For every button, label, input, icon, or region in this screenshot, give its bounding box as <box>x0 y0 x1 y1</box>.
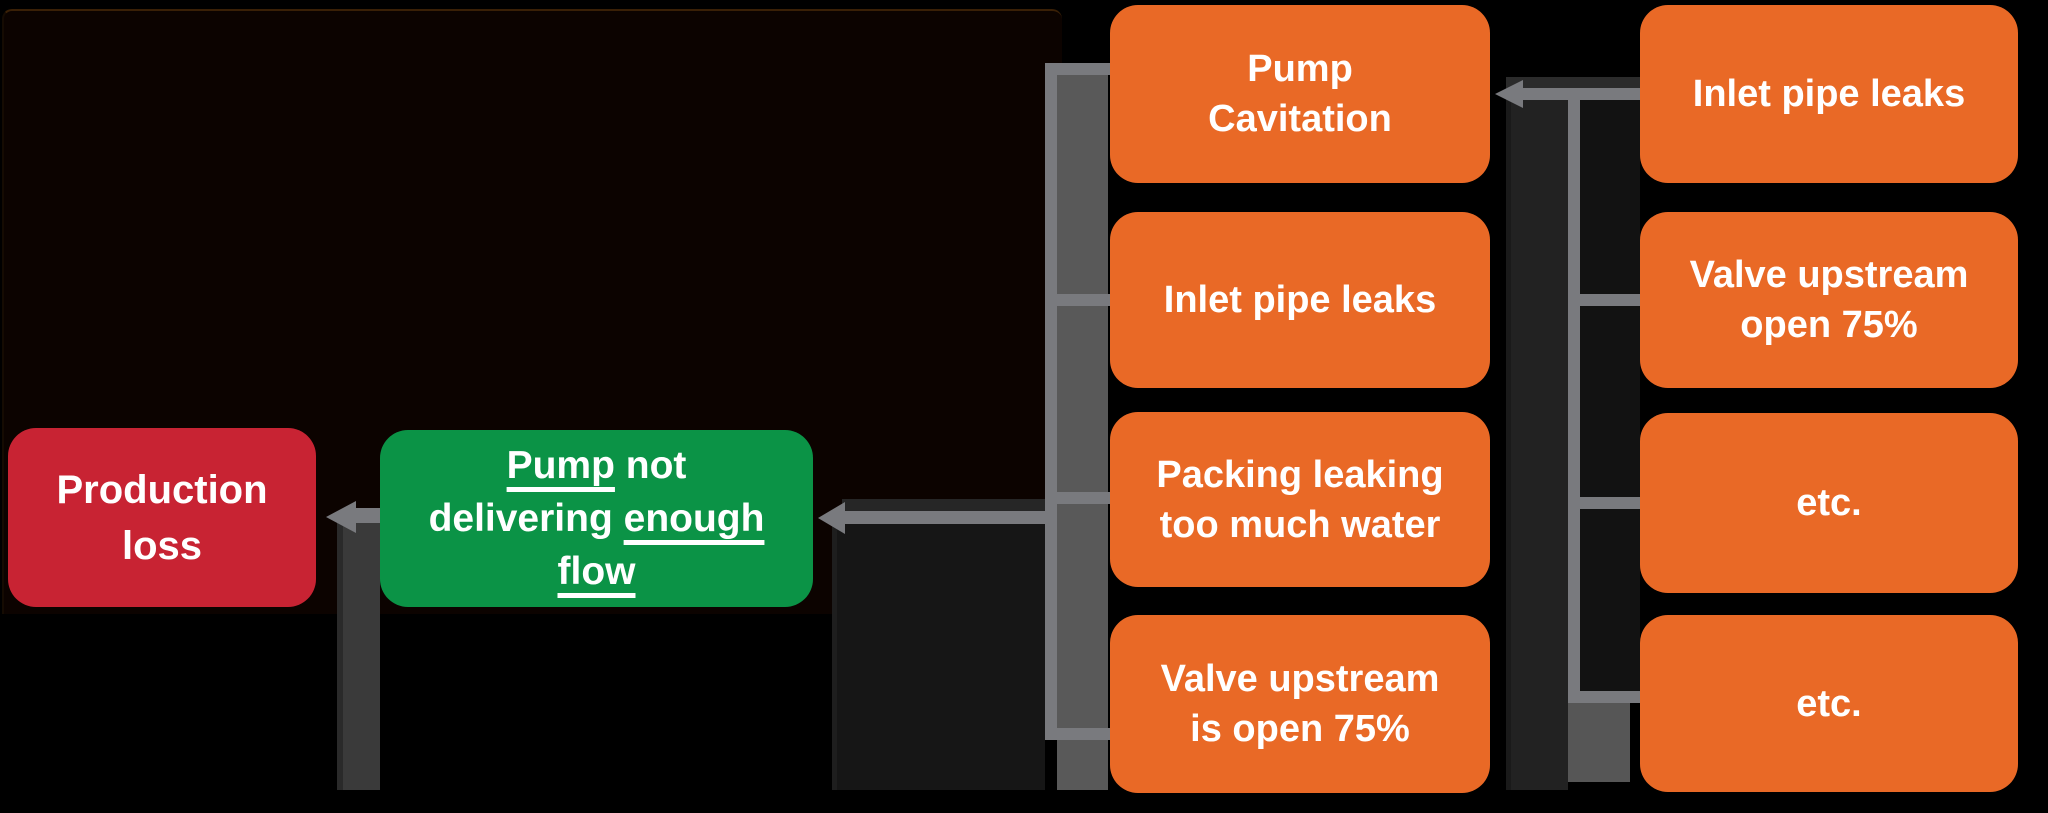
underlined-word: Pump <box>506 444 615 487</box>
node-text-line: delivering enough <box>429 492 765 545</box>
underlined-word: flow <box>557 550 636 593</box>
arrow-to-pump-cavitation-head <box>1492 80 1523 108</box>
shadow-band-above-right-arrow <box>1506 77 1643 88</box>
mid-trunk-stub-packing-leaking <box>1045 492 1110 504</box>
mid-trunk-stub-valve-upstream <box>1045 728 1110 740</box>
plain-word: not <box>614 444 687 487</box>
node-text-line: Inlet pipe leaks <box>1163 279 1437 321</box>
node-text-line: Valve upstream <box>1689 254 1969 296</box>
shadow-column-left-of-right-trunk <box>1506 88 1568 790</box>
node-etc-2: etc. <box>1640 615 2018 792</box>
node-text-line: etc. <box>1796 682 1862 725</box>
right-trunk-stub-etc-2 <box>1568 691 1640 703</box>
node-valve-upstream-is-open-75-mid: Valve upstream is open 75% <box>1110 615 1490 793</box>
shadow-band-above-green-arrow <box>842 499 1045 511</box>
right-trunk-bottom-block <box>1568 703 1630 782</box>
right-trunk-stub-valve-upstream <box>1568 294 1640 306</box>
arrow-to-green-box-shaft <box>842 511 1045 524</box>
node-text-line: too much water <box>1159 503 1441 546</box>
arrow-to-green-box-head <box>815 502 845 534</box>
node-text-line: etc. <box>1796 482 1862 524</box>
node-text-line: Cavitation <box>1208 98 1392 140</box>
node-etc-1: etc. <box>1640 413 2018 593</box>
node-text-line: flow <box>558 545 636 598</box>
shadow-rect-below-green-arrow <box>832 524 1045 790</box>
node-text-line: Pump <box>1247 48 1353 90</box>
underlined-word: enough <box>623 497 765 540</box>
mid-trunk-vertical-line <box>1045 63 1057 740</box>
arrow-to-pump-cavitation-shaft <box>1518 88 1640 100</box>
node-text-line: Inlet pipe leaks <box>1692 73 1966 115</box>
node-text-line: is open 75% <box>1190 708 1410 750</box>
node-text-line: loss <box>121 523 203 568</box>
right-trunk-vertical-line <box>1568 88 1580 703</box>
mid-trunk-stub-inlet-pipe-leaks <box>1045 294 1110 306</box>
node-inlet-pipe-leaks-mid: Inlet pipe leaks <box>1110 212 1490 388</box>
node-production-loss: Production loss <box>8 428 316 607</box>
node-text-line: Valve upstream <box>1160 658 1440 700</box>
arrow-to-production-loss-shaft <box>353 508 380 523</box>
arrow-to-production-loss-head <box>323 501 356 533</box>
node-packing-leaking-too-much-water: Packing leaking too much water <box>1110 412 1490 587</box>
node-inlet-pipe-leaks-right: Inlet pipe leaks <box>1640 5 2018 183</box>
node-text-line: Production <box>56 467 268 512</box>
mid-trunk-dark-fill <box>1057 73 1108 790</box>
node-pump-cavitation: Pump Cavitation <box>1110 5 1490 183</box>
node-text-line: Packing leaking <box>1156 453 1444 496</box>
node-text-line: open 75% <box>1740 304 1918 346</box>
right-trunk-stub-etc-1 <box>1568 497 1640 509</box>
shadow-bar-below-red-arrow <box>337 523 380 790</box>
node-text-line: Pump not <box>507 439 687 492</box>
node-pump-not-delivering-enough-flow: Pump not delivering enough flow <box>380 430 813 607</box>
mid-trunk-stub-pump-cavitation <box>1045 63 1110 75</box>
plain-word: delivering <box>428 497 624 540</box>
node-valve-upstream-open-75-right: Valve upstream open 75% <box>1640 212 2018 388</box>
shadow-column-right-of-right-trunk <box>1580 100 1640 703</box>
